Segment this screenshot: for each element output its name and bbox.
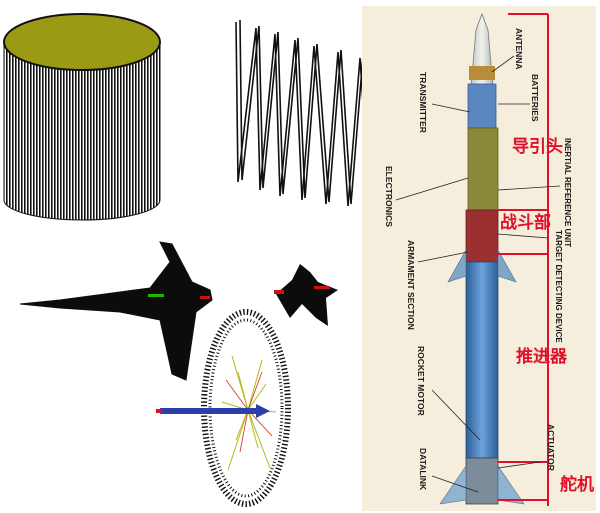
tail-fin-right bbox=[497, 465, 525, 505]
tail-section bbox=[465, 457, 499, 505]
zigzag-wire bbox=[235, 19, 374, 209]
label-datalink: DATALINK bbox=[418, 448, 428, 491]
label-guidance-cn: 导引头 bbox=[512, 137, 563, 157]
label-warhead-cn: 战斗部 bbox=[500, 212, 551, 233]
label-electronics: ELECTRONICS bbox=[384, 166, 394, 227]
label-batteries: BATTERIES bbox=[530, 74, 540, 122]
missile-cutaway-panel: ANTENNA BATTERIES TRANSMITTER INERTIAL R… bbox=[362, 6, 596, 511]
small-aircraft bbox=[274, 264, 338, 326]
rocket-motor-section bbox=[465, 261, 499, 459]
cylinder-top bbox=[3, 13, 161, 71]
guidance-section bbox=[467, 127, 499, 211]
label-transmitter: TRANSMITTER bbox=[418, 72, 428, 133]
mid-wing-right bbox=[497, 248, 517, 283]
label-armament-section: ARMAMENT SECTION bbox=[406, 240, 416, 330]
striped-cylinder bbox=[3, 13, 161, 221]
jet-fighter bbox=[19, 241, 213, 381]
tail-fin-left bbox=[439, 465, 467, 505]
mid-wing-left bbox=[447, 248, 467, 283]
jet-cockpit-accent bbox=[148, 294, 164, 297]
label-control-cn: 舵机 bbox=[560, 474, 594, 495]
label-antenna: ANTENNA bbox=[514, 28, 524, 70]
label-actuator: ACTUATOR bbox=[546, 424, 556, 471]
label-target-detecting-device: TARGET DETECTING DEVICE bbox=[554, 230, 563, 343]
missile-body bbox=[439, 12, 525, 505]
label-propulsion-cn: 推进器 bbox=[516, 346, 568, 367]
label-rocket-motor: ROCKET MOTOR bbox=[416, 346, 426, 416]
interceptor-rod bbox=[160, 408, 256, 414]
label-inertial-reference-unit: INERTIAL REFERENCE UNIT bbox=[563, 138, 572, 247]
warhead-section bbox=[465, 209, 499, 263]
wire-ring-burst bbox=[156, 309, 291, 507]
leader-lines bbox=[395, 55, 561, 493]
